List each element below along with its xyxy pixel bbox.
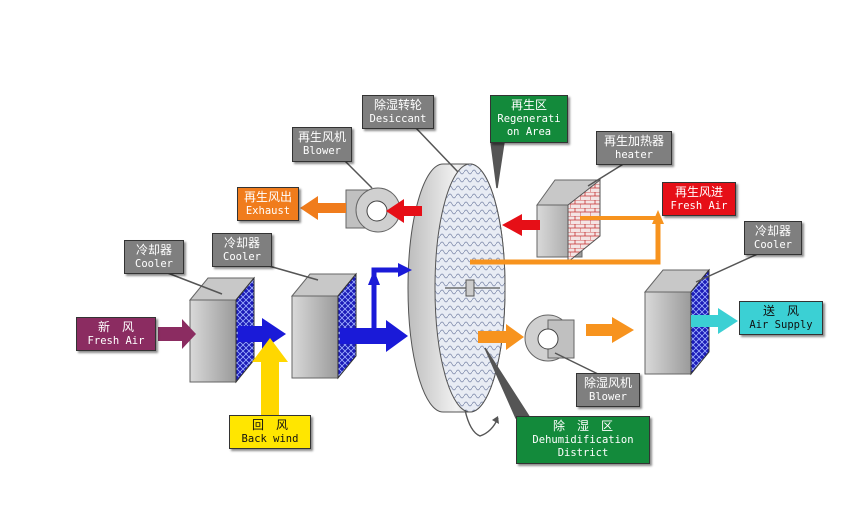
regen-exit-arrow <box>386 199 422 223</box>
regen-blower-label-en: Blower <box>303 145 341 157</box>
cooler-1-label: 冷却器 Cooler <box>124 240 184 274</box>
heater-unit <box>536 178 601 264</box>
process-air-arrow-1 <box>238 318 286 350</box>
desiccant-label: 除湿转轮 Desiccant <box>362 95 434 129</box>
desiccant-wheel <box>407 163 506 437</box>
cooler-1-label-en: Cooler <box>135 258 173 270</box>
cooler-3-label-en: Cooler <box>754 239 792 251</box>
cooler-2-label-en: Cooler <box>223 251 261 263</box>
callout-lines <box>164 126 763 419</box>
back-wind-label: 回 风 Back wind <box>229 415 311 449</box>
fresh-air-label-zh: 新 风 <box>97 320 134 334</box>
dry-air-arrow-2 <box>586 317 634 343</box>
airflow-arrows <box>158 196 738 415</box>
regen-area-label: 再生区 Regenerati on Area <box>490 95 568 143</box>
dehum-zone-label-en1: Dehumidification <box>532 434 634 446</box>
regen-blower-label: 再生风机 Blower <box>292 127 352 162</box>
supply-label-en: Air Supply <box>749 319 813 331</box>
regen-hot-air-arrow <box>502 214 540 236</box>
exhaust-label: 再生风出 Exhaust <box>237 187 299 221</box>
process-air-arrow-2 <box>340 320 408 352</box>
regen-blower-unit <box>345 187 401 233</box>
regen-in-label-en: Fresh Air <box>670 200 728 212</box>
heater-label-zh: 再生加热器 <box>603 134 664 148</box>
fresh-air-label-en: Fresh Air <box>87 335 145 347</box>
fresh-air-arrow <box>158 319 196 349</box>
regen-in-label: 再生风进 Fresh Air <box>662 182 736 216</box>
cooler-2-label-zh: 冷却器 <box>223 236 260 250</box>
cooler-2-label: 冷却器 Cooler <box>212 233 272 267</box>
regen-area-label-en1: Regenerati <box>497 113 561 125</box>
regen-area-label-en2: on Area <box>506 126 552 139</box>
heater-label-en: heater <box>615 149 653 161</box>
back-wind-arrow <box>252 338 288 415</box>
exhaust-label-en: Exhaust <box>245 205 291 217</box>
dehum-zone-label-zh: 除 湿 区 <box>552 419 613 433</box>
cooler-2-unit <box>290 272 358 380</box>
supply-label-zh: 送 风 <box>762 304 799 318</box>
regen-blower-label-zh: 再生风机 <box>297 130 346 144</box>
regen-air-path <box>470 222 661 265</box>
cooler-1-label-zh: 冷却器 <box>135 243 172 257</box>
process-blower-unit <box>524 314 575 362</box>
cooler-3-label: 冷却器 Cooler <box>744 221 802 255</box>
desiccant-label-zh: 除湿转轮 <box>373 98 422 112</box>
cooler-3-label-zh: 冷却器 <box>754 224 791 238</box>
process-blower-label-en: Blower <box>589 391 627 403</box>
exhaust-label-zh: 再生风出 <box>243 190 292 204</box>
back-wind-label-zh: 回 风 <box>251 418 288 432</box>
process-blower-label: 除湿风机 Blower <box>576 373 640 407</box>
process-blower-label-zh: 除湿风机 <box>583 376 632 390</box>
dehum-zone-label: 除 湿 区 Dehumidification District <box>516 416 650 464</box>
desiccant-label-en: Desiccant <box>369 113 427 125</box>
dry-air-arrow <box>478 324 524 350</box>
exhaust-arrow <box>300 196 346 220</box>
supply-label: 送 风 Air Supply <box>739 301 823 335</box>
supply-arrow <box>691 308 738 334</box>
regen-in-label-zh: 再生风进 <box>674 185 723 199</box>
cooler-3-unit <box>643 268 711 376</box>
regen-area-label-zh: 再生区 <box>510 98 547 112</box>
fresh-air-label: 新 风 Fresh Air <box>76 317 156 351</box>
back-wind-label-en: Back wind <box>241 433 299 445</box>
heater-label: 再生加热器 heater <box>596 131 672 165</box>
dehum-zone-label-en2: District <box>557 447 609 460</box>
